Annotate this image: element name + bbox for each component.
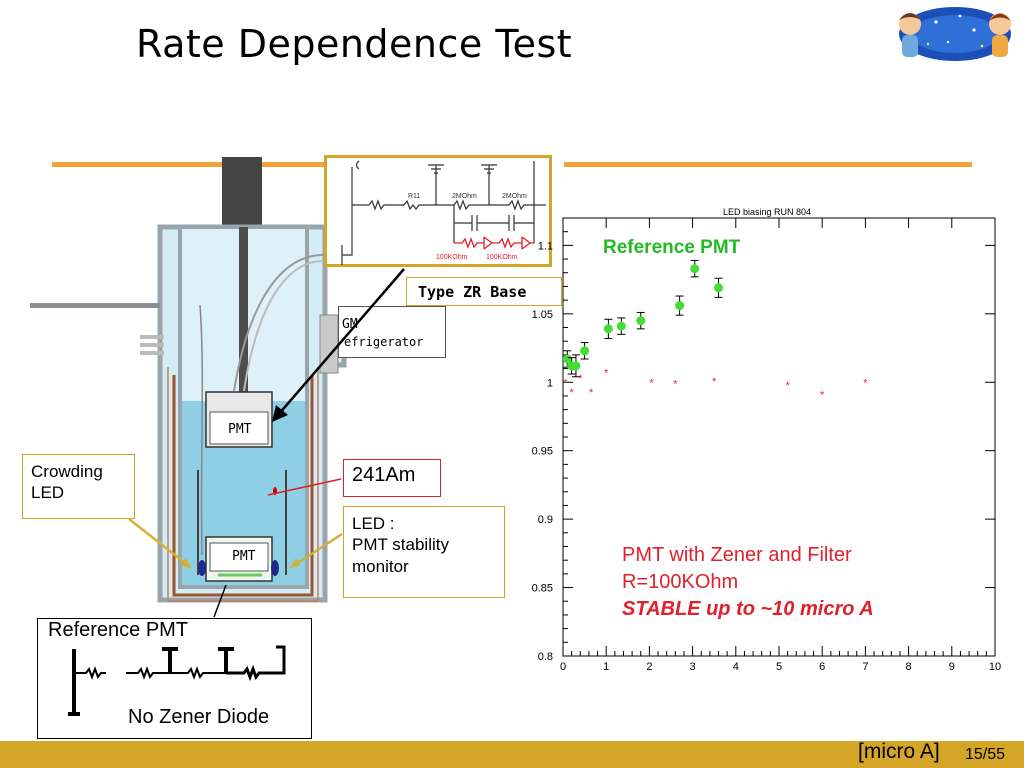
data-point-red-star: * <box>712 376 717 388</box>
led-monitor-line-3: monitor <box>352 556 409 576</box>
r-2mohm-a-label: 2MOhm <box>452 193 477 200</box>
refrigerator-box: GM efrigerator <box>338 306 446 358</box>
data-point-red-star: * <box>673 379 678 391</box>
x-tick-label: 3 <box>690 661 696 672</box>
data-point-green <box>571 361 581 371</box>
x-tick-label: 7 <box>862 661 868 672</box>
data-point-green <box>580 346 590 356</box>
x-tick-label: 9 <box>949 661 955 672</box>
stable-label: STABLE up to ~10 micro A <box>622 598 874 620</box>
y-tick-label: 1.1 <box>538 240 553 252</box>
data-point-red-star: * <box>563 377 568 389</box>
r11-label: R11 <box>408 193 420 200</box>
crowding-led-line-2: LED <box>31 483 65 503</box>
reference-pmt-box: Reference PMT No Zener Diode <box>37 618 312 739</box>
data-point-green <box>675 301 685 311</box>
page-number: 15/55 <box>965 746 1006 763</box>
crowding-led-callout: Crowding LED <box>22 454 135 519</box>
x-tick-label: 6 <box>819 661 825 672</box>
zener-line-2: R=100KOhm <box>622 571 739 593</box>
data-point-red-star: * <box>604 368 609 380</box>
zr-base-circuit: R11 2MOhm 2MOhm 100KOhm 100KOhm <box>324 155 552 267</box>
orange-rule-left <box>52 162 324 167</box>
data-point-green <box>603 324 613 334</box>
y-tick-label: 0.95 <box>532 446 553 458</box>
x-tick-label: 0 <box>560 661 566 672</box>
r-2mohm-b-label: 2MOhm <box>502 193 527 200</box>
data-point-red-star: * <box>820 390 825 402</box>
y-tick-label: 1 <box>547 377 553 389</box>
slide-title: Rate Dependence Test <box>136 22 573 66</box>
led-monitor-line-1: LED : <box>352 514 395 533</box>
x-tick-label: 1 <box>603 661 609 672</box>
data-point-red-star: * <box>578 373 583 385</box>
data-point-red-star: * <box>649 377 654 389</box>
x-tick-label: 4 <box>733 661 739 672</box>
y-tick-label: 1.05 <box>532 309 553 321</box>
data-point-red-star: * <box>569 387 574 399</box>
data-point-red-star: * <box>589 387 594 399</box>
r-100k-a-label: 100KOhm <box>436 254 468 261</box>
zener-line-1: PMT with Zener and Filter <box>622 544 852 566</box>
zener-annotation-box: PMT with Zener and Filter R=100KOhm STAB… <box>614 538 974 630</box>
plot-title: LED biasing RUN 804 <box>723 207 811 217</box>
r-100k-b-label: 100KOhm <box>486 254 518 261</box>
orange-rule-right <box>564 162 972 167</box>
type-zr-base-label: Type ZR Base <box>406 277 562 306</box>
zr-base-arrow-icon <box>272 268 405 422</box>
kids-sky-logo-icon <box>899 7 1011 61</box>
pmt-top-label: PMT <box>228 422 252 437</box>
x-tick-label: 2 <box>646 661 652 672</box>
pmt-bottom-label: PMT <box>232 549 256 564</box>
data-point-red-star: * <box>785 380 790 392</box>
x-tick-label: 5 <box>776 661 782 672</box>
data-point-green <box>690 264 700 274</box>
plot-reference-pmt-label: Reference PMT <box>603 237 741 258</box>
crowding-led-line-1: Crowding <box>31 462 103 481</box>
y-tick-label: 0.8 <box>538 651 553 663</box>
no-zener-label: No Zener Diode <box>128 706 270 728</box>
x-axis-unit-label: [micro A] <box>858 740 940 763</box>
data-point-green <box>636 316 646 326</box>
led-monitor-callout: LED : PMT stability monitor <box>343 506 505 598</box>
reference-pmt-title: Reference PMT <box>48 619 189 641</box>
data-point-green <box>616 321 626 331</box>
data-point-green <box>714 283 724 293</box>
x-tick-label: 10 <box>989 661 1001 672</box>
footer-bar <box>0 741 1024 768</box>
reference-pmt-circuit <box>68 645 286 716</box>
x-tick-label: 8 <box>906 661 912 672</box>
y-tick-label: 0.85 <box>532 583 553 595</box>
data-point-red-star: * <box>863 377 868 389</box>
led-monitor-line-2: PMT stability <box>352 535 449 555</box>
y-tick-label: 0.9 <box>538 514 553 526</box>
am241-callout: 241Am <box>343 459 441 497</box>
refrigerator-label: efrigerator <box>344 335 424 349</box>
data-point-green <box>562 354 572 364</box>
